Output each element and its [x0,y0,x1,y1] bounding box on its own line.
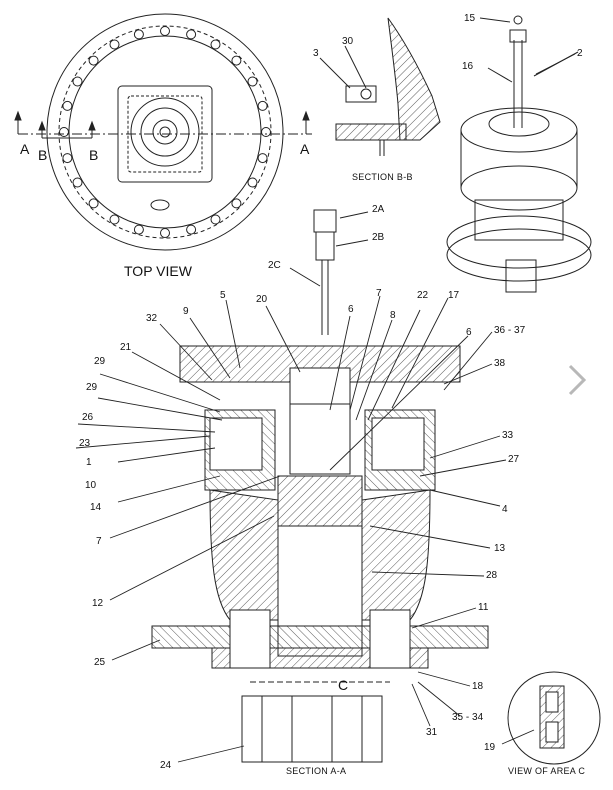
callout-24: 24 [160,760,172,771]
callout-labels: 15 2 16 3 30 2A 2B 2C 5 20 7 22 17 6 8 9… [79,13,583,771]
bolt-hole [210,39,221,50]
callout-20: 20 [256,294,268,305]
bolt-hole [231,55,242,66]
next-page-button[interactable] [562,360,592,400]
bolt-hole [62,100,73,111]
bolt-hole [62,153,73,164]
section-a-right-marker: A [300,141,310,157]
callout-15: 15 [464,13,476,24]
callout-17: 17 [448,290,460,301]
area-c-detail-drawing [507,671,601,765]
bolt-hole [160,26,170,36]
callout-29-upper: 29 [94,356,106,367]
callout-29-lower: 29 [86,382,98,393]
callout-11: 11 [478,602,489,613]
bolt-hole [109,214,120,225]
section-aa-drawing [151,345,489,763]
bolt-hole [133,29,144,40]
section-bb-drawing [319,17,441,156]
bolt-hole [210,214,221,225]
bolt-hole [133,224,144,235]
section-aa-caption: SECTION A-A [286,766,346,776]
callout-35-34: 35 - 34 [452,712,484,723]
bolt-hole [88,55,99,66]
callout-18: 18 [472,681,484,692]
callout-38: 38 [494,358,506,369]
bolt-hole [109,39,120,50]
callout-2c: 2C [268,260,281,271]
callout-22: 22 [417,290,429,301]
callout-23: 23 [79,438,91,449]
callout-6-lower: 6 [466,327,472,338]
callout-10: 10 [85,480,97,491]
callout-31: 31 [426,727,438,738]
callout-36-37: 36 - 37 [494,325,526,336]
callout-13: 13 [494,543,506,554]
callout-12: 12 [92,598,104,609]
callout-16: 16 [462,61,474,72]
section-b-right-marker: B [89,147,98,163]
callout-33: 33 [502,430,514,441]
bolt-hole [160,228,170,238]
bolt-hole [186,29,197,40]
section-b-left-marker: B [38,147,47,163]
callout-14: 14 [90,502,102,513]
callout-25: 25 [94,657,106,668]
top-view-drawing [14,13,312,251]
area-c-marker: C [338,677,348,693]
bolt-hole [231,198,242,209]
callout-6-upper: 6 [348,304,354,315]
callout-2b: 2B [372,232,385,243]
bolt-hole [72,177,83,188]
leader-lines [75,17,576,763]
callout-21: 21 [120,342,132,353]
callout-19: 19 [484,742,496,753]
chevron-right-icon [568,364,587,396]
bolt-hole [72,76,83,87]
bolt-hole [59,127,69,137]
callout-5: 5 [220,290,226,301]
callout-32: 32 [146,313,158,324]
callout-1: 1 [86,457,92,468]
bolt-hole [88,198,99,209]
callout-28: 28 [486,570,498,581]
top-view-caption: TOP VIEW [124,263,193,279]
dipstick-drawing [289,209,369,335]
callout-26: 26 [82,412,94,423]
section-bb-caption: SECTION B-B [352,172,413,182]
callout-8: 8 [390,310,396,321]
iso-view-drawing [446,15,592,293]
callout-3: 3 [313,48,319,59]
callout-27: 27 [508,454,520,465]
bolt-hole [257,100,268,111]
bolt-hole [186,224,197,235]
callout-9: 9 [183,306,189,317]
callout-2: 2 [577,48,583,59]
bolt-hole [257,153,268,164]
callout-2a: 2A [372,204,385,215]
callout-4: 4 [502,504,508,515]
callout-7-top: 7 [376,288,382,299]
section-a-left-marker: A [20,141,30,157]
callout-7-bottom: 7 [96,536,102,547]
callout-30: 30 [342,36,354,47]
bolt-hole [247,177,258,188]
bolt-hole [247,76,258,87]
view-area-c-caption: VIEW OF AREA C [508,766,585,776]
bolt-hole [261,127,271,137]
